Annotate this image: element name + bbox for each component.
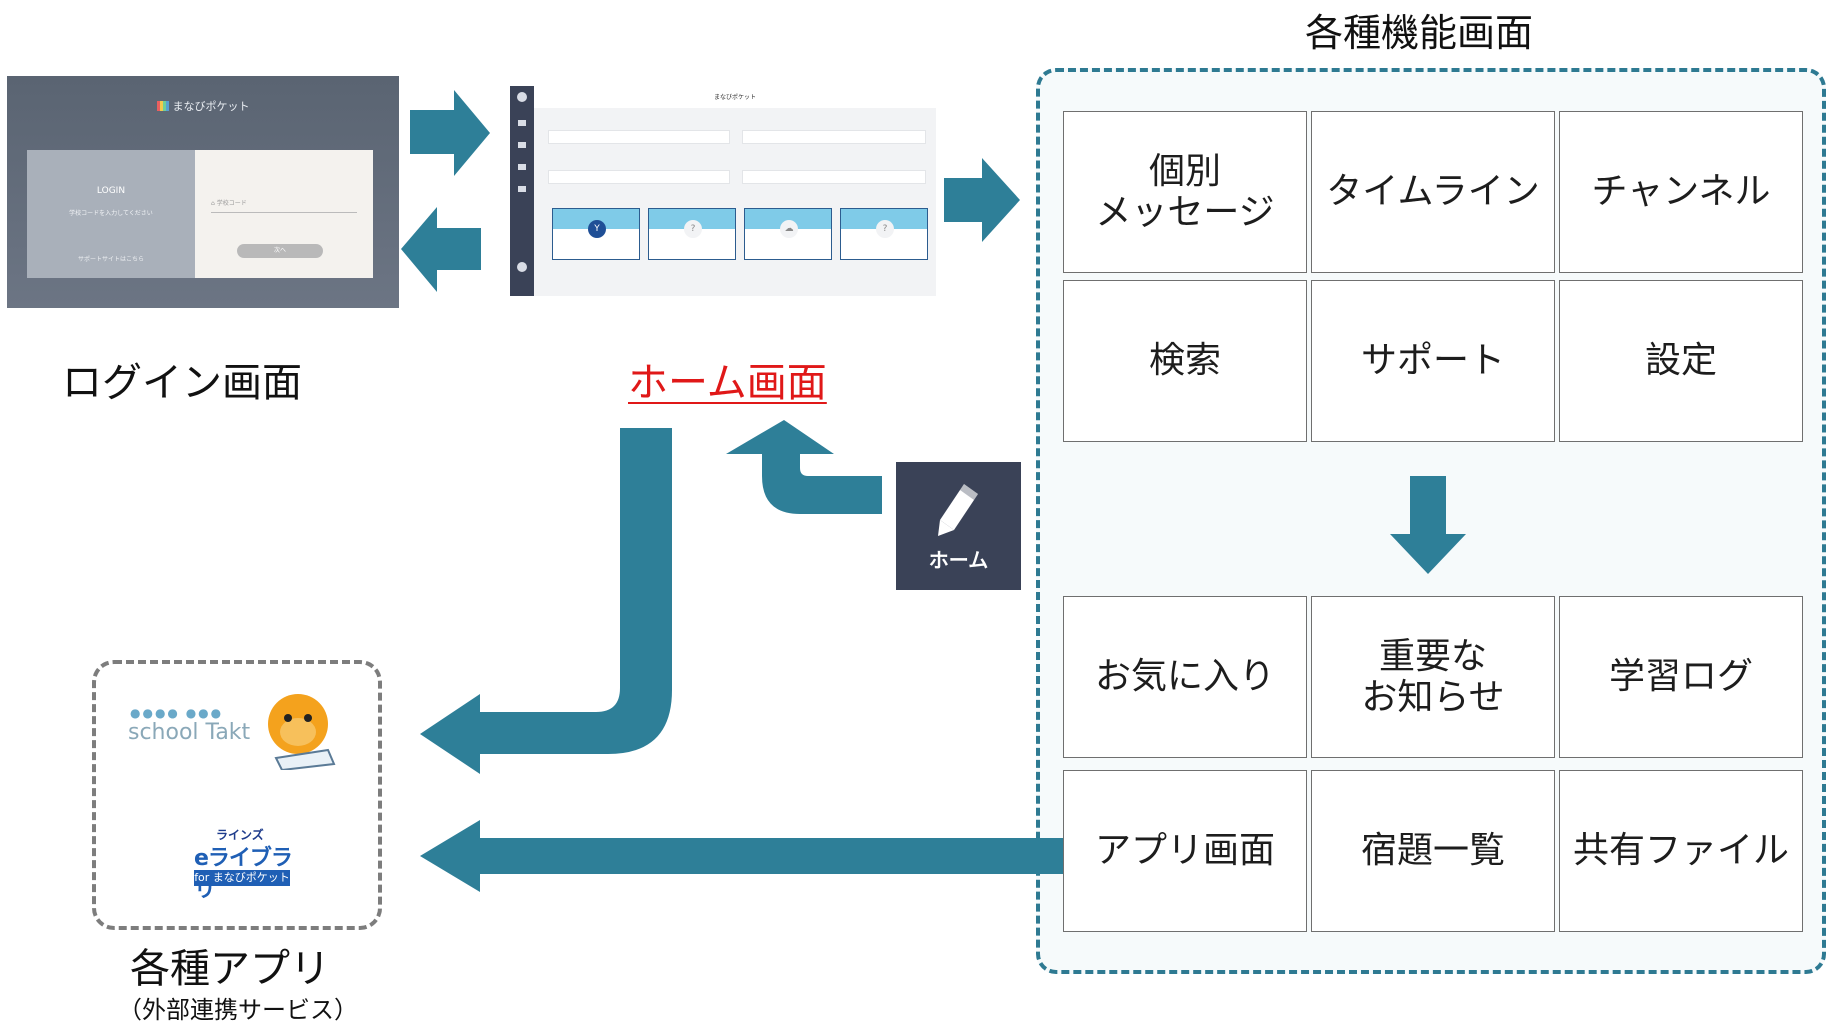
file-icon <box>518 164 526 170</box>
login-logo-text: まなびポケット <box>172 100 250 113</box>
apps-label: 各種アプリ <box>130 946 330 992</box>
login-screen-thumbnail: まなびポケット LOGIN 学校コードを入力してください サポートサイトはこちら… <box>7 76 399 308</box>
login-title: LOGIN <box>96 186 126 196</box>
login-screen-label: ログイン画面 <box>62 360 302 406</box>
home-screen-label: ホーム画面 <box>628 360 827 406</box>
home-screen-thumbnail: まなびポケット Y ? ☁ ? <box>510 86 936 296</box>
feature-shared-files: 共有ファイル <box>1559 770 1803 932</box>
feature-label: 宿題一覧 <box>1360 830 1505 872</box>
arrow-home-to-login <box>401 207 481 292</box>
login-card-right: ⌂ 学校コード 次へ <box>195 150 373 278</box>
arrow-hometile-to-home <box>726 420 882 514</box>
school-code-field: ⌂ 学校コード <box>211 198 357 213</box>
feature-label: 共有ファイル <box>1572 830 1789 872</box>
school-takt-logo: ●●●● ●●●school Takt <box>128 706 251 745</box>
home-box-1 <box>548 130 730 144</box>
home-sidebar <box>510 86 534 296</box>
pencil-icon <box>518 120 526 126</box>
feature-label: 個別 メッセージ <box>1095 150 1275 233</box>
feature-search: 検索 <box>1063 280 1307 442</box>
features-screen-label: 各種機能画面 <box>1305 11 1534 55</box>
feature-important-notice: 重要な お知らせ <box>1311 596 1555 758</box>
login-support-link: サポートサイトはこちら <box>77 256 144 263</box>
next-button: 次へ <box>237 244 323 258</box>
feature-learning-log: 学習ログ <box>1559 596 1803 758</box>
home-app-card-3: ☁ <box>744 208 832 260</box>
feature-direct-message: 個別 メッセージ <box>1063 111 1307 273</box>
home-topbar: まなびポケット <box>534 86 936 108</box>
home-tile: ホーム <box>896 462 1021 590</box>
arrow-login-to-home <box>410 90 490 176</box>
login-card-left: LOGIN 学校コードを入力してください サポートサイトはこちら <box>27 150 195 278</box>
e-library-top: ラインズ <box>216 828 264 842</box>
feature-label: お気に入り <box>1094 656 1275 698</box>
feature-channel: チャンネル <box>1559 111 1803 273</box>
home-tile-label: ホーム <box>928 548 989 572</box>
feature-favorites: お気に入り <box>1063 596 1307 758</box>
feature-label: 重要な お知らせ <box>1361 635 1505 718</box>
clock-icon <box>517 92 527 102</box>
home-box-2 <box>742 130 926 144</box>
arrow-home-to-apps <box>420 428 672 774</box>
feature-app-screen: アプリ画面 <box>1063 770 1307 932</box>
home-app-card-4: ? <box>840 208 928 260</box>
feature-support: サポート <box>1311 280 1555 442</box>
feature-label: サポート <box>1360 340 1505 382</box>
feature-settings: 設定 <box>1559 280 1803 442</box>
feature-label: 設定 <box>1644 340 1717 382</box>
arrow-appscreen-to-apps <box>420 820 1063 892</box>
pencil-icon <box>938 484 978 536</box>
apps-panel: ●●●● ●●●school Takt ラインズ eライブラリ for まなびポ… <box>92 660 382 930</box>
e-library-logo: ラインズ eライブラリ for まなびポケット <box>194 814 296 903</box>
arrow-features-down <box>1390 476 1466 574</box>
feature-label: 検索 <box>1148 340 1221 382</box>
message-icon <box>518 142 526 148</box>
feature-label: 学習ログ <box>1608 656 1753 698</box>
feature-timeline: タイムライン <box>1311 111 1555 273</box>
login-prompt: 学校コードを入力してください <box>69 210 153 217</box>
mascot-character <box>268 694 336 770</box>
feature-homework-list: 宿題一覧 <box>1311 770 1555 932</box>
feature-label: アプリ画面 <box>1094 830 1275 872</box>
login-logo: まなびポケット <box>7 98 399 114</box>
apps-sublabel: （外部連携サービス） <box>118 996 358 1024</box>
arrow-home-to-features <box>944 158 1020 242</box>
avatar <box>517 262 527 272</box>
home-app-card-2: ? <box>648 208 736 260</box>
home-app-card-1: Y <box>552 208 640 260</box>
home-box-4 <box>742 170 926 184</box>
folder-icon <box>518 186 526 192</box>
e-library-sub: for まなびポケット <box>194 870 290 886</box>
feature-label: チャンネル <box>1591 171 1771 213</box>
school-takt-text: school Takt <box>128 720 251 745</box>
school-code-placeholder: 学校コード <box>216 200 247 207</box>
home-box-3 <box>548 170 730 184</box>
feature-label: タイムライン <box>1326 171 1540 213</box>
home-topbar-title: まなびポケット <box>713 94 756 101</box>
